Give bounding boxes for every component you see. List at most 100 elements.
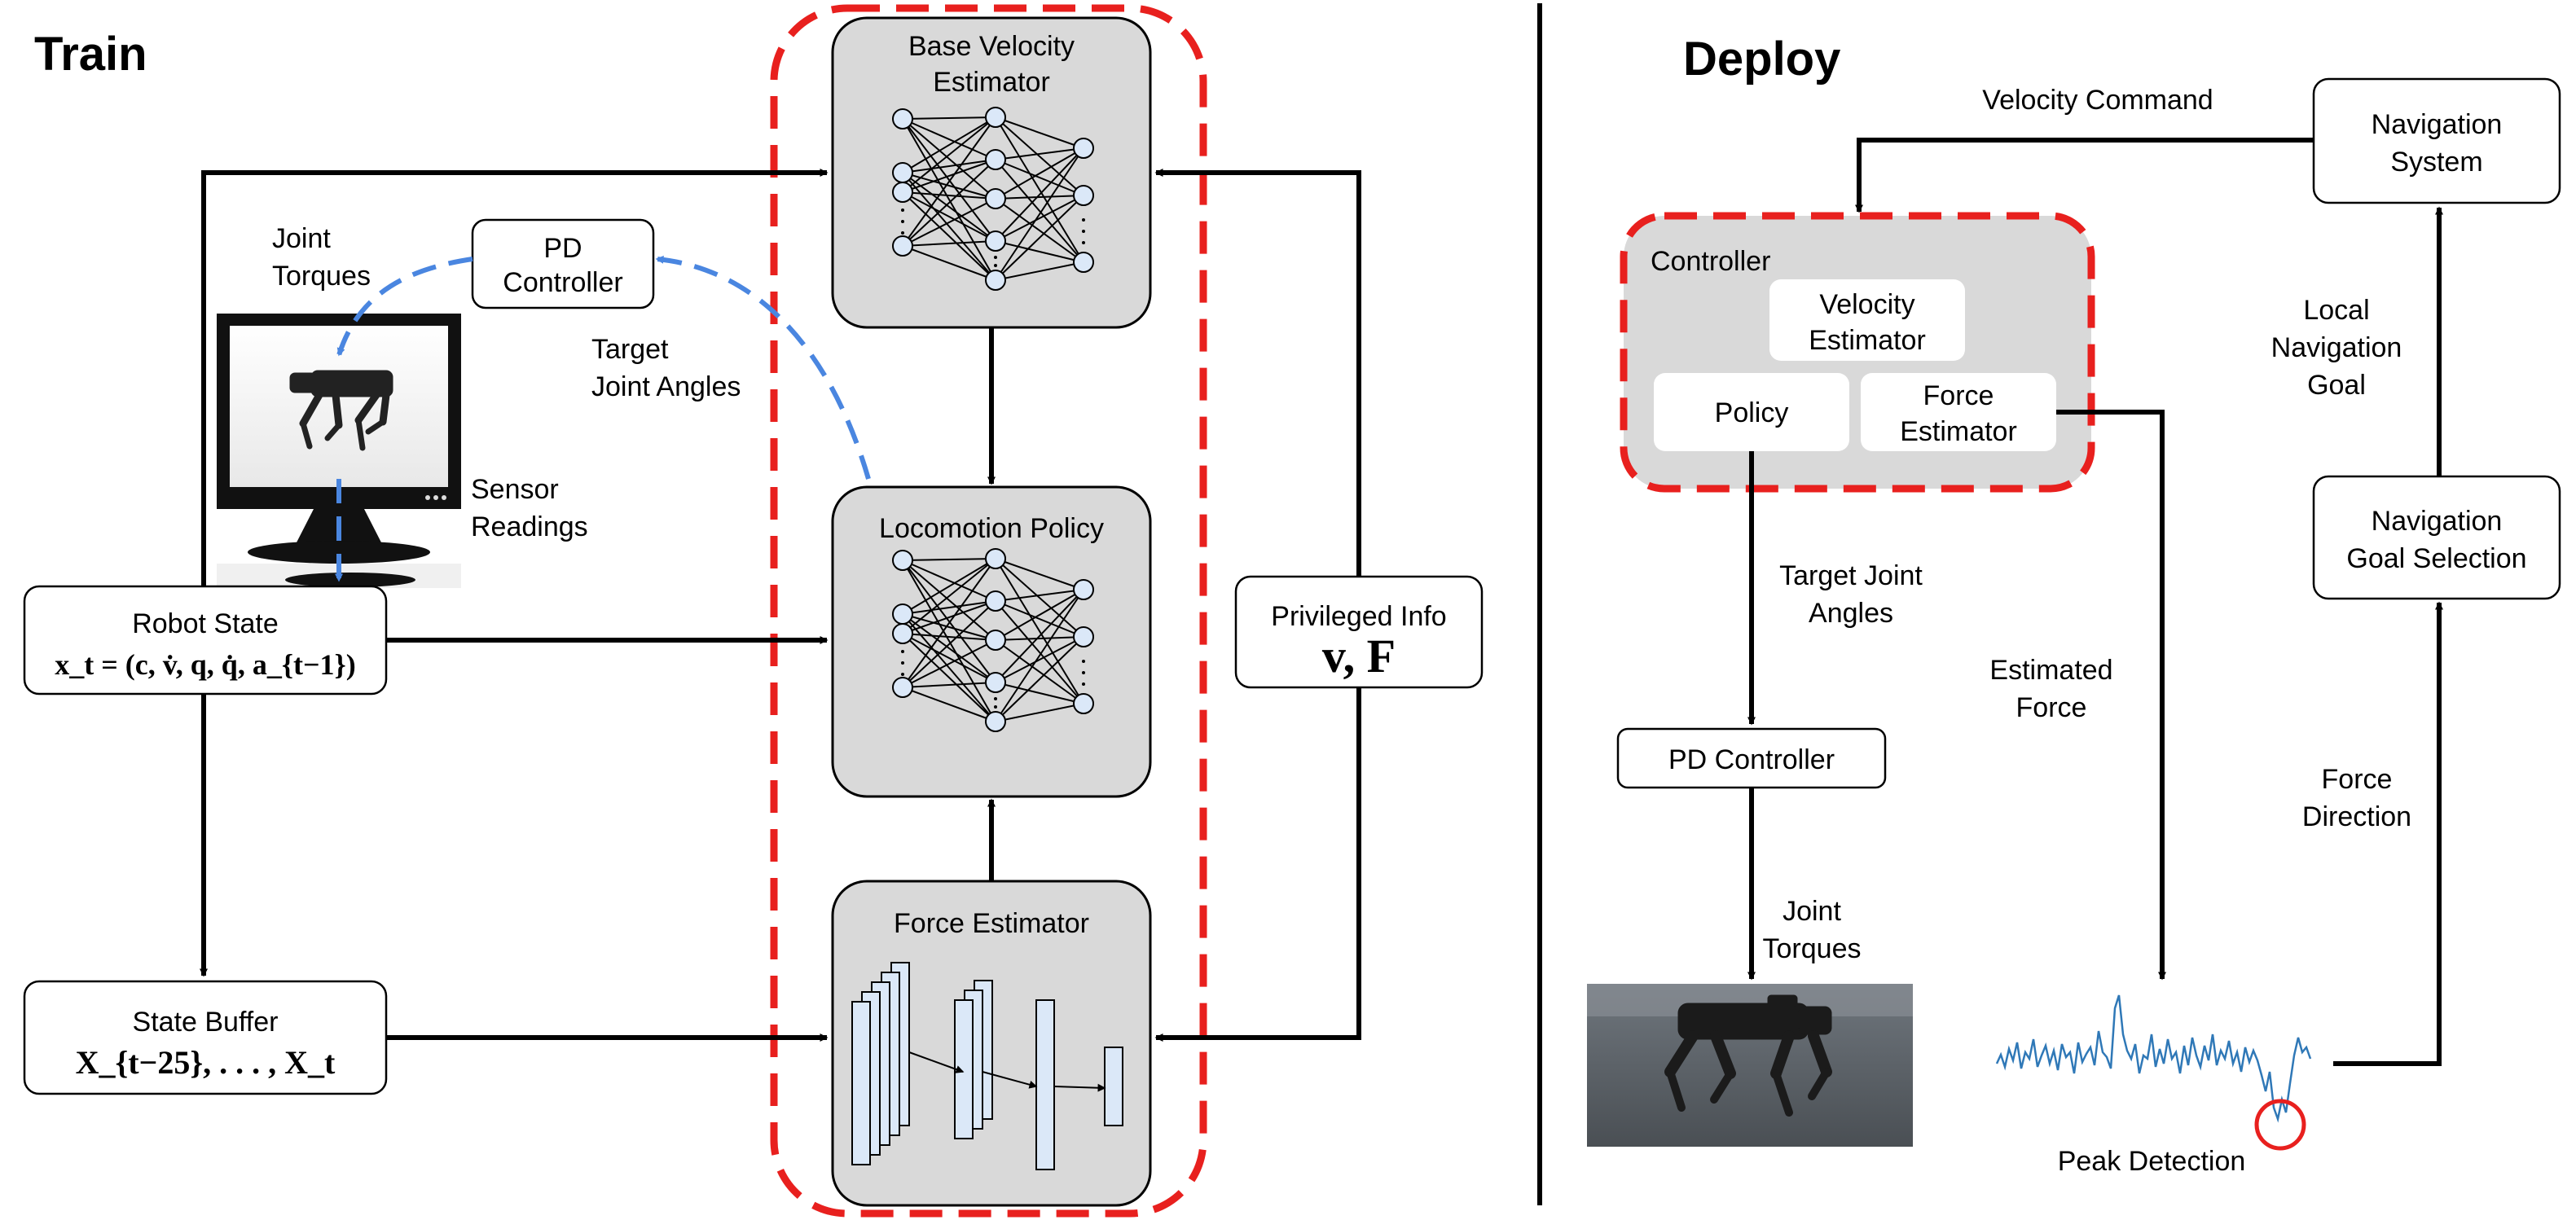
deploy-joint-torques-label-2: Torques [1763,933,1862,964]
robot-state-title: Robot State [132,608,279,639]
deploy-joint-torques-label-1: Joint [1783,896,1841,927]
mlp-connection [902,116,996,193]
robot-state-box: Robot State x_t = (c, v̇, q, q̇, a_{t−1}… [23,585,388,696]
mlp-connection [902,560,996,641]
mlp-connection [902,558,996,561]
deploy-title: Deploy [1683,33,1840,86]
mlp-connection [995,600,1084,704]
mlp-ellipsis-dot [1082,218,1085,222]
privileged-info-formula: v, F [1322,630,1396,682]
deploy-controller-group: Controller Velocity Estimator Policy For… [1620,212,2095,493]
mlp-connection [902,639,996,688]
mlp-connection [902,118,996,160]
mlp-connection [995,240,1084,263]
mlp-neuron [892,623,913,644]
deploy-velocity-estimator-label-2: Estimator [1809,325,1926,356]
mlp-connection [902,560,996,683]
train-target-joint-angles-label-1: Target [591,334,669,365]
sensor-readings-label-1: Sensor [471,474,559,505]
mlp-connection [902,172,996,242]
train-pd-controller-label-1: PD [543,233,582,264]
mlp-ellipsis-dot [994,705,997,709]
mlp-connection [902,198,996,247]
mlp-neuron [1073,185,1094,206]
deploy-connectors [1747,138,2443,1066]
mlp-connection [902,613,996,722]
base-velocity-estimator-label-2: Estimator [933,67,1050,98]
mlp-neuron [985,270,1006,291]
robot-state-formula: x_t = (c, v̇, q, q̇, a_{t−1}) [55,648,355,681]
mlp-connection [902,191,996,242]
mlp-network-icon [892,548,1094,732]
deploy-force-estimator: Force Estimator [1861,373,2056,451]
mlp-neuron [892,108,913,129]
privileged-info-box: Privileged Info v, F [1234,575,1484,689]
mlp-neuron [892,182,913,203]
locomotion-policy-label: Locomotion Policy [879,513,1104,544]
train-joint-torques-label-1: Joint [272,223,331,254]
mlp-neuron [892,235,913,257]
mlp-neuron [985,149,1006,170]
mlp-neuron [985,711,1006,732]
force-estimator: Force Estimator [831,880,1152,1207]
mlp-ellipsis-dot [901,220,904,223]
mlp-connection [902,633,996,683]
mlp-ellipsis-dot [1082,241,1085,244]
mlp-connection [995,198,1084,263]
sensor-readings-label-2: Readings [471,511,588,542]
mlp-connection [902,191,996,281]
navigation-goal-selection-box: Navigation Goal Selection [2312,475,2561,600]
deploy-force-estimator-label-2: Estimator [1900,416,2017,447]
deploy-velocity-estimator: Velocity Estimator [1769,279,1965,361]
mlp-network-icon [892,107,1094,291]
mlp-neuron [1073,252,1094,273]
mlp-ellipsis-dot [1082,671,1085,674]
mlp-connection [902,191,996,200]
mlp-connection [995,589,1084,602]
deploy-policy: Policy [1654,373,1849,451]
mlp-connection [995,589,1084,641]
mlp-neuron [985,590,1006,612]
navigation-system-label-1: Navigation [2372,109,2503,140]
mlp-connection [902,159,996,247]
mlp-connection [902,118,996,200]
mlp-ellipsis-dot [901,231,904,235]
mlp-connection [995,682,1084,704]
mlp-connection [995,195,1084,281]
train-connectors [200,169,1361,1042]
mlp-neuron [985,672,1006,693]
train-title: Train [34,28,147,81]
mlp-neuron [985,107,1006,128]
train-pd-controller-label-2: Controller [503,267,622,298]
mlp-connection [902,687,996,722]
mlp-neuron [1073,693,1094,714]
navigation-system-box: Navigation System [2312,77,2561,204]
local-navigation-goal-label-2: Navigation [2271,332,2402,363]
mlp-connection [902,600,996,634]
mlp-ellipsis-dot [1082,682,1085,686]
mlp-connection [902,118,996,281]
deploy-policy-label: Policy [1715,397,1789,428]
deploy-force-estimator-label-1: Force [1923,380,1994,411]
mlp-neuron [1073,579,1094,600]
robot-dog-icon [289,370,393,451]
base-velocity-estimator: Base Velocity Estimator [831,16,1152,329]
mlp-connection [995,159,1084,263]
mlp-ellipsis-dot [901,673,904,676]
force-signal-trace [1995,994,2312,1123]
mlp-connection [995,636,1084,722]
mlp-neuron [892,677,913,698]
controller-label: Controller [1651,246,1770,277]
mlp-connection [995,147,1084,242]
local-navigation-goal-label-3: Goal [2307,370,2366,401]
mlp-connection [902,600,996,688]
mlp-connection [902,613,996,641]
mlp-connection [902,633,996,722]
mlp-connection [995,116,1084,263]
mlp-neuron [892,550,913,571]
mlp-neuron [985,548,1006,569]
mlp-connection [995,147,1084,160]
mlp-neuron [985,230,1006,252]
mlp-connection [995,195,1084,200]
mlp-ellipsis-dot [901,661,904,665]
